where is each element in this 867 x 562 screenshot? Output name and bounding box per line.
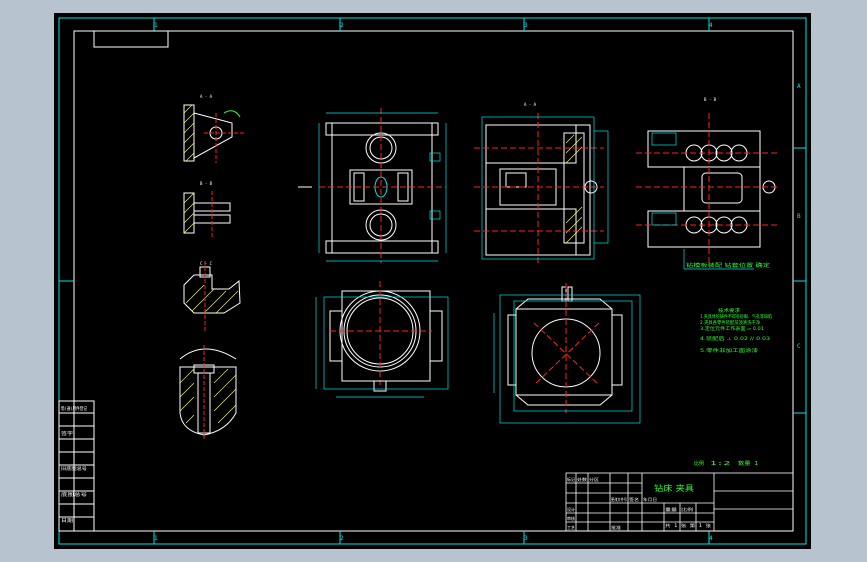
front-view	[298, 108, 447, 263]
svg-text:C - C: C - C	[200, 261, 213, 266]
top-view: B - B	[636, 97, 779, 270]
note-line: 4.装配后 ⊥ 0.02 // 0.03	[700, 335, 770, 342]
title-cell: 设计	[567, 506, 575, 512]
zone-right-c: C	[797, 343, 801, 350]
scale-row-left: 比例	[694, 460, 704, 467]
scale-row: 比例 1:2 数量 1	[694, 460, 758, 467]
drawing-sheet: 1 2 3 4 1 2 3 4 A B C	[58, 17, 807, 545]
inner-frame	[73, 30, 794, 532]
detail-view-3: C - C	[183, 261, 241, 331]
revision-strip-label: 签字	[61, 430, 74, 437]
zone-top-4: 4	[709, 22, 713, 29]
side-view: A - A	[474, 102, 609, 263]
svg-text:B - B: B - B	[704, 97, 717, 102]
detail-view-4	[179, 345, 237, 441]
title-cell: 年月日	[643, 496, 657, 502]
zone-top-2: 2	[340, 22, 344, 29]
title-block	[565, 472, 794, 532]
zone-right-a: A	[797, 83, 801, 90]
title-cell: 分区	[589, 476, 599, 482]
revision-strip-label: 日期	[61, 518, 74, 524]
zone-bottom-3: 3	[524, 535, 528, 542]
svg-text:B - B: B - B	[200, 181, 213, 186]
detail-view-1: A - A	[183, 94, 244, 163]
note-line: 5.零件非加工面涂漆	[700, 347, 759, 354]
revision-strip-label: 底图总号	[61, 491, 88, 498]
svg-text:A - A: A - A	[524, 102, 537, 107]
title-cell: 签名	[629, 496, 639, 502]
svg-text:A - A: A - A	[200, 94, 213, 99]
title-cell: 批准	[611, 524, 621, 530]
detail-view-2: B - B	[183, 181, 231, 239]
title-cell: 更改文件号	[611, 496, 627, 502]
corner-tab	[93, 30, 169, 48]
scale-row-middle: 1:2	[710, 461, 730, 467]
balloon-note: 钻模板装配 钻套位置 确定	[686, 262, 770, 269]
zone-top-3: 3	[524, 22, 528, 29]
notes-heading: 技术要求	[718, 307, 741, 314]
revision-strip-label: 借(通)用件登记	[61, 405, 87, 412]
drawing-title: 钻床 夹具	[654, 483, 694, 493]
zone-bottom-1: 1	[154, 535, 158, 542]
zone-right-b: B	[797, 213, 801, 220]
title-cell: 标记	[567, 476, 575, 482]
revision-strip-label: 旧底图总号	[61, 465, 88, 472]
scale-row-right: 数量 1	[738, 460, 758, 467]
title-cell: 审核	[567, 515, 575, 521]
title-cell: 处数	[577, 476, 587, 482]
zone-top-1: 1	[154, 22, 158, 29]
title-cell: 重量	[665, 506, 677, 512]
revision-strip	[58, 400, 95, 532]
bottom-view-left	[315, 281, 449, 398]
technical-notes: 技术要求 1.夹具体的铸件不得有砂眼、气孔等缺陷 2.夹具各零件装配前须清洗干净…	[700, 307, 772, 354]
note-line: 3.定位元件工作表面 ▱ 0.01	[700, 325, 764, 332]
bottom-view-right	[493, 283, 641, 424]
sheet-count: 共 1 张 第 1 张	[665, 522, 711, 528]
zone-ticks	[59, 18, 806, 544]
title-cell: 比例	[681, 506, 693, 512]
title-cell: 工艺	[567, 525, 575, 530]
drawing-canvas[interactable]: 1 2 3 4 1 2 3 4 A B C	[54, 13, 811, 549]
zone-bottom-2: 2	[340, 535, 344, 542]
note-line: 2.夹具各零件装配前须清洗干净	[700, 319, 760, 326]
zone-bottom-4: 4	[709, 535, 713, 542]
note-line: 1.夹具体的铸件不得有砂眼、气孔等缺陷	[700, 313, 772, 320]
